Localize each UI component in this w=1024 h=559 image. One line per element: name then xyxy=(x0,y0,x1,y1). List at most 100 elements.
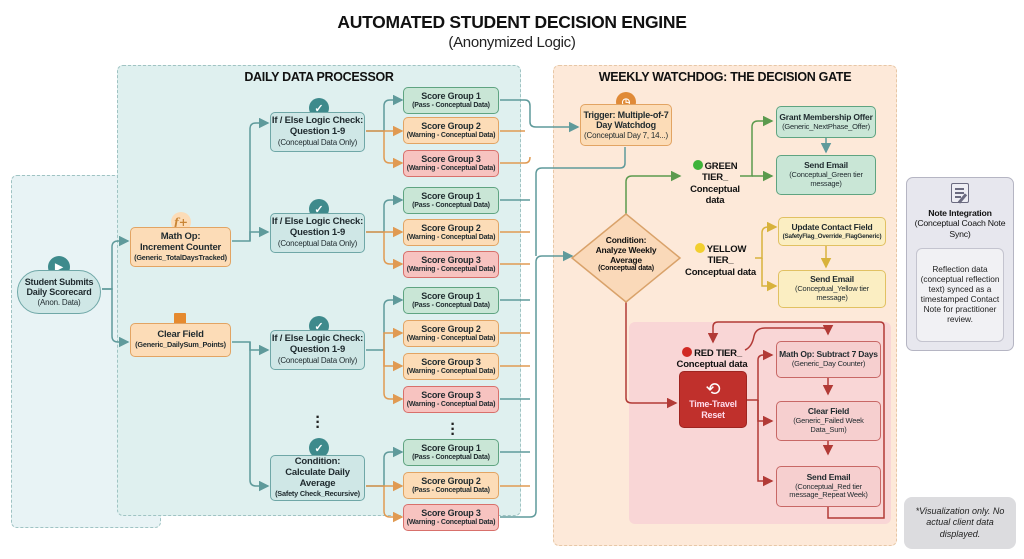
trigger-watchdog-node[interactable]: Trigger: Multiple-of-7 Day Watchdog (Con… xyxy=(580,104,672,146)
clear-field-sub: (Generic_DailySum_Points) xyxy=(135,340,226,350)
check-sub: (Conceptual Data Only) xyxy=(277,138,358,148)
score-group-node[interactable]: Score Group 3(Warning - Conceptual Data) xyxy=(403,251,499,278)
score-group-title: Score Group 2 xyxy=(421,223,481,234)
score-group-sub: (Warning - Conceptual Data) xyxy=(406,265,496,273)
yellow-tier-label1: YELLOW TIER_ xyxy=(706,244,747,267)
score-group-node[interactable]: Score Group 2(Warning - Conceptual Data) xyxy=(403,117,499,144)
score-group-node[interactable]: Score Group 2(Warning - Conceptual Data) xyxy=(403,219,499,246)
grant-membership-node[interactable]: Grant Membership Offer (Generic_NextPhas… xyxy=(776,106,876,138)
score-group-node[interactable]: Score Group 3(Warning - Conceptual Data) xyxy=(403,353,499,380)
score-group-title: Score Group 2 xyxy=(421,324,481,335)
condition-diamond xyxy=(570,213,682,303)
note-sub: (Conceptual Coach Note Sync) xyxy=(914,218,1006,239)
green-dot-icon xyxy=(692,160,703,170)
update-contact-field-node[interactable]: Update Contact Field (SafetyFlag_Overrid… xyxy=(778,217,886,246)
red-tier-label: RED TIER_ Conceptual data xyxy=(676,347,748,371)
score-group-node[interactable]: Score Group 3(Warning - Conceptual Data) xyxy=(403,504,499,531)
score-group-sub: (Pass - Conceptual Data) xyxy=(412,201,490,209)
score-group-sub: (Warning - Conceptual Data) xyxy=(406,233,496,241)
clear-week-title: Clear Field xyxy=(807,406,850,417)
email-red-title: Send Email xyxy=(806,471,851,482)
red-dot-icon xyxy=(682,347,693,357)
score-group-node[interactable]: Score Group 1(Pass - Conceptual Data) xyxy=(403,439,499,466)
check-title2: Question 1-9 xyxy=(289,126,346,138)
start-title: Student Submits Daily Scorecard xyxy=(24,277,94,298)
score-group-title: Score Group 1 xyxy=(421,443,481,454)
check-title2: Calculate Daily Average xyxy=(285,467,350,490)
ellipsis-vertical-icon: ··· xyxy=(315,409,321,436)
check-title: If / Else Logic Check: xyxy=(271,333,364,345)
score-group-title: Score Group 3 xyxy=(421,255,481,266)
score-group-title: Score Group 3 xyxy=(421,357,481,368)
check-title: Condition: xyxy=(294,456,341,468)
score-group-title: Score Group 1 xyxy=(421,191,481,202)
disclaimer-note: *Visualization only. No actual client da… xyxy=(904,497,1016,549)
score-group-node[interactable]: Score Group 1(Pass - Conceptual Data) xyxy=(403,87,499,114)
condition-title3: Average xyxy=(610,254,642,265)
score-group-node[interactable]: Score Group 1(Pass - Conceptual Data) xyxy=(403,187,499,214)
clear-field-node[interactable]: Clear Field (Generic_DailySum_Points) xyxy=(130,323,231,357)
trigger-title2: Day Watchdog xyxy=(596,120,656,131)
email-green-title: Send Email xyxy=(804,160,848,171)
subtract-sub: (Generic_Day Counter) xyxy=(791,359,866,369)
send-email-green-node[interactable]: Send Email (Conceptual_Green tier messag… xyxy=(776,155,876,195)
wire-start-to-math xyxy=(102,235,130,290)
wire-clear-to-check3 xyxy=(249,342,270,356)
condition-title: Condition: xyxy=(605,235,647,245)
logic-check-node-1[interactable]: If / Else Logic Check: Question 1-9 (Con… xyxy=(270,112,365,152)
clear-week-sub: (Generic_Failed Week Data_Sum) xyxy=(793,416,864,434)
clear-field-title: Clear Field xyxy=(157,329,204,341)
diagram-title: AUTOMATED STUDENT DECISION ENGINE xyxy=(337,12,687,32)
note-title: Note Integration xyxy=(928,208,992,218)
wire-math-to-checks xyxy=(232,117,270,242)
score-group-node[interactable]: Score Group 3(Warning - Conceptual Data) xyxy=(403,150,499,177)
start-sub: (Anon. Data) xyxy=(37,297,81,307)
calculate-daily-average-node[interactable]: Condition: Calculate Daily Average (Safe… xyxy=(270,455,365,501)
student-submits-node[interactable]: Student Submits Daily Scorecard (Anon. D… xyxy=(17,270,101,314)
score-group-node[interactable]: Score Group 2(Warning - Conceptual Data) xyxy=(403,320,499,347)
score-group-sub: (Warning - Conceptual Data) xyxy=(406,400,496,408)
check-sub: (Conceptual Data Only) xyxy=(277,356,358,366)
clear-failed-week-node[interactable]: Clear Field (Generic_Failed Week Data_Su… xyxy=(776,401,881,441)
time-travel-reset-node[interactable]: ⟲ Time-Travel Reset xyxy=(679,371,747,428)
daily-panel-title: DAILY DATA PROCESSOR xyxy=(244,70,394,84)
email-green-sub: (Conceptual_Green tier message) xyxy=(789,170,863,188)
score-group-node[interactable]: Score Group 1(Pass - Conceptual Data) xyxy=(403,287,499,314)
condition-title2: Analyze Weekly xyxy=(595,244,657,255)
math-op-title2: Increment Counter xyxy=(139,241,222,253)
send-email-yellow-node[interactable]: Send Email (Conceptual_Yellow tier messa… xyxy=(778,270,886,308)
logic-check-node-3[interactable]: If / Else Logic Check: Question 1-9 (Con… xyxy=(270,330,365,370)
score-group-sub: (Warning - Conceptual Data) xyxy=(406,367,496,375)
condition-analyze-weekly[interactable]: Condition: Analyze Weekly Average (Conce… xyxy=(586,235,666,273)
check-title: If / Else Logic Check: xyxy=(271,216,364,228)
score-group-node[interactable]: Score Group 2(Pass - Conceptual Data) xyxy=(403,472,499,499)
logic-check-node-2[interactable]: If / Else Logic Check: Question 1-9 (Con… xyxy=(270,213,365,253)
score-group-title: Score Group 3 xyxy=(421,390,481,401)
score-group-sub: (Warning - Conceptual Data) xyxy=(406,518,496,526)
subtract-7-days-node[interactable]: Math Op: Subtract 7 Days (Generic_Day Co… xyxy=(776,341,881,378)
green-tier-label1: GREEN TIER_ xyxy=(702,161,738,184)
yellow-tier-label2: Conceptual data xyxy=(685,266,756,278)
red-tier-label1: RED TIER_ xyxy=(694,348,742,359)
check-title: If / Else Logic Check: xyxy=(271,115,364,127)
green-tier-label2: Conceptual data xyxy=(690,183,740,207)
subtract-title: Math Op: Subtract 7 Days xyxy=(779,349,878,360)
red-tier-label2: Conceptual data xyxy=(676,359,748,371)
score-group-sub: (Pass - Conceptual Data) xyxy=(412,453,490,461)
trigger-title: Trigger: Multiple-of-7 xyxy=(583,110,669,121)
math-op-sub: (Generic_TotalDaysTracked) xyxy=(134,252,227,262)
diagram-subtitle: (Anonymized Logic) xyxy=(448,34,576,51)
wire-start-to-clear xyxy=(102,288,130,348)
math-op-increment-node[interactable]: Math Op: Increment Counter (Generic_Tota… xyxy=(130,227,231,267)
grant-title: Grant Membership Offer xyxy=(779,111,873,122)
update-sub: (SafetyFlag_Override_FlagGeneric) xyxy=(782,232,882,240)
send-email-red-node[interactable]: Send Email (Conceptual_Red tier message_… xyxy=(776,466,881,507)
email-red-sub: (Conceptual_Red tier message_Repeat Week… xyxy=(789,481,868,500)
yellow-dot-icon xyxy=(694,243,705,253)
score-group-node[interactable]: Score Group 3(Warning - Conceptual Data) xyxy=(403,386,499,413)
score-group-sub: (Pass - Conceptual Data) xyxy=(412,101,490,109)
wire-clear-to-checks xyxy=(232,341,270,492)
check-title2: Question 1-9 xyxy=(289,227,346,239)
note-body: Reflection data (conceptual reflection t… xyxy=(916,248,1004,342)
